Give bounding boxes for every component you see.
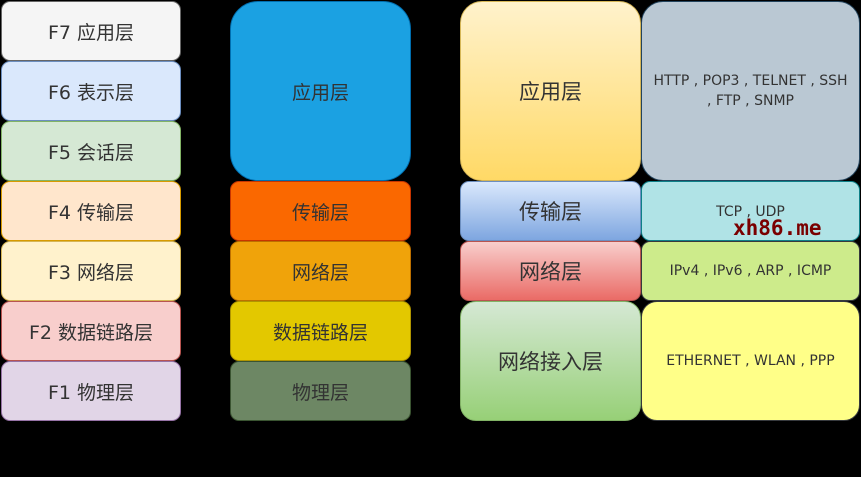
osi-datalink-layer: F2 数据链路层: [1, 301, 181, 361]
five-application-layer: 应用层: [230, 1, 411, 181]
watermark: xh86.me: [733, 216, 822, 240]
access-protocols: ETHERNET , WLAN , PPP: [641, 301, 860, 421]
tcpip-transport-layer: 传输层: [460, 181, 641, 241]
tcpip-network-access-layer: 网络接入层: [460, 301, 641, 421]
osi-session-layer: F5 会话层: [1, 121, 181, 181]
osi-presentation-layer: F6 表示层: [1, 61, 181, 121]
tcpip-application-layer: 应用层: [460, 1, 641, 181]
five-network-layer: 网络层: [230, 241, 411, 301]
five-datalink-layer: 数据链路层: [230, 301, 411, 361]
osi-transport-layer: F4 传输层: [1, 181, 181, 241]
five-physical-layer: 物理层: [230, 361, 411, 421]
osi-network-layer: F3 网络层: [1, 241, 181, 301]
application-protocols: HTTP , POP3 , TELNET , SSH , FTP , SNMP: [641, 1, 860, 181]
osi-physical-layer: F1 物理层: [1, 361, 181, 421]
osi-application-layer: F7 应用层: [1, 1, 181, 61]
network-protocols: IPv4 , IPv6 , ARP , ICMP: [641, 241, 860, 301]
tcpip-network-layer: 网络层: [460, 241, 641, 301]
transport-protocols: TCP , UDP: [641, 181, 860, 241]
five-transport-layer: 传输层: [230, 181, 411, 241]
